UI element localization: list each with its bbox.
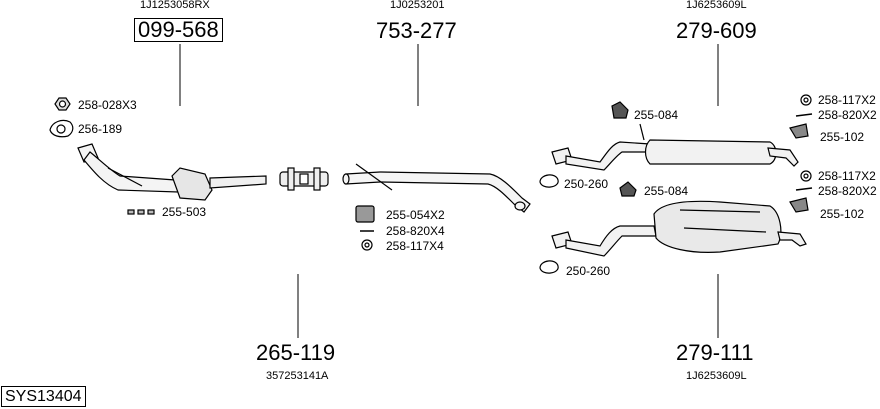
pipe-clamp-icon bbox=[539, 260, 559, 274]
rear-silencer-lower-drawing bbox=[551, 200, 807, 257]
ref-code-265-119: 357253141A bbox=[266, 370, 329, 382]
label-258-117X2-top[interactable]: 258-117X2 bbox=[818, 93, 876, 107]
bolt-icon bbox=[795, 187, 813, 191]
part-number-099-568[interactable]: 099-568 bbox=[134, 18, 223, 42]
label-255-503[interactable]: 255-503 bbox=[162, 205, 207, 219]
system-id: SYS13404 bbox=[1, 386, 86, 407]
label-258-117X4[interactable]: 258-117X4 bbox=[386, 239, 444, 253]
pipe-clamp-icon bbox=[539, 174, 559, 188]
ref-code-753-277: 1J0253201 bbox=[390, 0, 445, 11]
label-258-028X3[interactable]: 258-028X3 bbox=[78, 98, 137, 112]
label-255-102-bottom[interactable]: 255-102 bbox=[820, 207, 865, 221]
label-258-117X2-bottom[interactable]: 258-117X2 bbox=[818, 169, 876, 183]
label-255-054X2[interactable]: 255-054X2 bbox=[386, 208, 445, 222]
rubber-hanger-icon bbox=[619, 181, 637, 197]
intermediate-pipe-drawing bbox=[342, 163, 531, 213]
rubber-hanger-icon bbox=[611, 101, 629, 119]
bolt-set-icon bbox=[127, 209, 155, 215]
label-258-820X4[interactable]: 258-820X4 bbox=[386, 224, 445, 238]
label-256-189[interactable]: 256-189 bbox=[78, 122, 123, 136]
part-number-279-111[interactable]: 279-111 bbox=[676, 340, 754, 365]
bracket-icon bbox=[355, 205, 375, 223]
bracket-icon bbox=[789, 197, 809, 213]
label-250-260-top[interactable]: 250-260 bbox=[564, 177, 609, 191]
label-258-820X2-bottom[interactable]: 258-820X2 bbox=[818, 184, 877, 198]
label-255-084-top[interactable]: 255-084 bbox=[634, 108, 679, 122]
part-number-265-119[interactable]: 265-119 bbox=[256, 340, 336, 365]
ref-code-279-111: 1J6253609L bbox=[686, 370, 747, 382]
label-255-102-top[interactable]: 255-102 bbox=[820, 130, 865, 144]
part-number-279-609[interactable]: 279-609 bbox=[676, 18, 757, 43]
label-258-820X2-top[interactable]: 258-820X2 bbox=[818, 108, 877, 122]
pipe-clamp-drawing bbox=[279, 167, 329, 191]
ref-code-099-568: 1J1253058RX bbox=[140, 0, 210, 11]
catalytic-converter-drawing bbox=[77, 143, 267, 201]
rear-silencer-upper-drawing bbox=[551, 139, 799, 171]
label-250-260-bottom[interactable]: 250-260 bbox=[566, 264, 611, 278]
bolt-icon bbox=[795, 113, 813, 117]
part-number-753-277[interactable]: 753-277 bbox=[376, 18, 457, 43]
ref-code-279-609: 1J6253609L bbox=[686, 0, 747, 11]
bracket-icon bbox=[789, 123, 809, 139]
label-255-084-mid[interactable]: 255-084 bbox=[644, 184, 689, 198]
